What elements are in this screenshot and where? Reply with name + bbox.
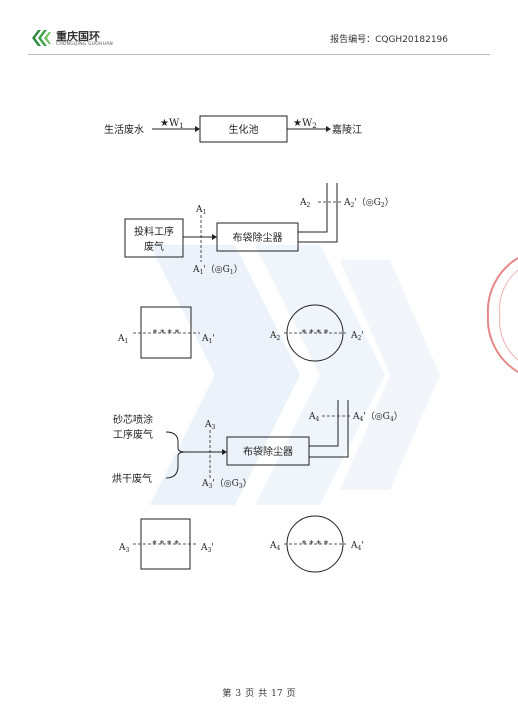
cross-section-2: * * * * A3 A3' * * * * A4 A4' (118, 515, 364, 573)
sampling-marks: * * * * (152, 540, 179, 550)
sampling-marks: * * * * (302, 540, 329, 550)
section-a2-left: A2 (269, 331, 281, 342)
total-pages: 17 (271, 689, 283, 699)
point-a4-left: A4 (308, 412, 320, 423)
point-a2-left: A2 (299, 198, 311, 209)
section-a3-right: A3' (200, 543, 214, 554)
sampling-marks: * * * * (153, 329, 180, 339)
point-a1-top: A1 (195, 205, 206, 216)
sampling-marks: * * * * (302, 329, 329, 339)
report-number: 报告编号：CQGH20182196 (330, 35, 448, 45)
source2-label: 烘干废气 (112, 472, 152, 485)
source-label: 生活废水 (104, 123, 144, 136)
company-name-en: CHONGQING GUOHUAN (56, 42, 113, 47)
company-logo (32, 30, 51, 46)
source-box (124, 218, 184, 258)
source1-line2: 工序废气 (113, 428, 153, 441)
section-a3-left: A3 (118, 543, 130, 554)
monitoring-point-w1: ★W1 (160, 118, 184, 130)
point-a2-right: A2'（◎G2） (343, 197, 394, 209)
page-number: 3 (235, 689, 242, 699)
point-a1-bottom: A1'（◎G1） (192, 264, 243, 276)
source1-line1: 砂芯喷涂 (113, 413, 153, 426)
section-a4-right: A4' (350, 541, 364, 552)
feeding-exhaust-diagram: 投料工序 废气 A1 A1'（◎G1） 布袋除尘器 A2 A2'（◎G2） (124, 183, 394, 276)
equipment-box (226, 436, 310, 466)
monitoring-point-w2: ★W2 (293, 118, 317, 130)
process-label: 生化池 (229, 123, 259, 136)
company-name: 重庆国环 (56, 30, 100, 43)
point-a3-top: A3 (204, 420, 216, 431)
header-divider (28, 54, 490, 55)
equipment-label: 布袋除尘器 (233, 231, 283, 244)
cross-section-1: * * * * A1 A1' * * * * A2 A2' (117, 304, 364, 362)
source-label-line2: 废气 (144, 240, 164, 253)
spraying-exhaust-diagram: 砂芯喷涂 工序废气 烘干废气 A3 A3'（◎G3） 布袋除尘器 A4 A4'（… (112, 400, 403, 490)
sink-label: 嘉陵江 (332, 123, 362, 136)
equipment-label: 布袋除尘器 (243, 445, 293, 458)
section-a1-right: A1' (201, 334, 215, 345)
point-a3-bottom: A3'（◎G3） (201, 478, 252, 490)
section-a1-left: A1 (117, 334, 128, 345)
rect-duct-section (140, 306, 192, 359)
equipment-box (216, 222, 299, 252)
source-label-line1: 投料工序 (134, 225, 174, 238)
wastewater-flow-diagram: 生活废水 ★W1 生化池 ★W2 嘉陵江 (104, 115, 362, 143)
watermark (150, 245, 440, 505)
section-a2-right: A2' (350, 331, 364, 342)
official-stamp (486, 257, 518, 373)
section-a4-left: A4 (269, 541, 281, 552)
point-a4-right: A4'（◎G4） (352, 411, 403, 423)
